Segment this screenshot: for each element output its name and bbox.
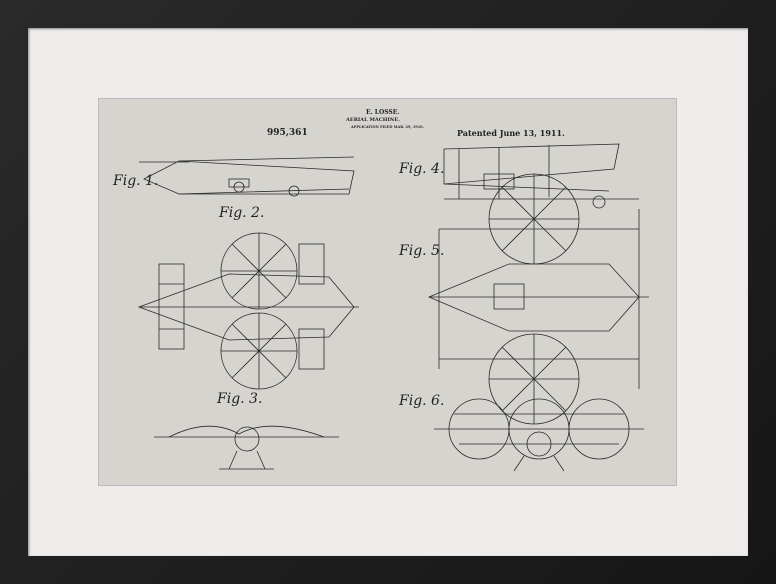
fig-5-drawing <box>427 173 649 425</box>
fig-6-label: Fig. 6. <box>399 393 445 409</box>
fig-4-label: Fig. 4. <box>399 161 445 177</box>
fig-1-drawing <box>139 156 355 197</box>
patent-title: AERIAL MACHINE. <box>346 117 400 123</box>
fig-5-label: Fig. 5. <box>399 243 445 259</box>
fig-6-drawing <box>434 398 644 472</box>
fig-3-drawing <box>154 425 339 470</box>
fig-4-drawing <box>443 143 639 209</box>
patent-number: 995,361 <box>267 128 308 138</box>
fig-3-label: Fig. 3. <box>217 391 263 407</box>
patent-print: E. LOSSE. AERIAL MACHINE. APPLICATION FI… <box>98 98 677 486</box>
patent-drawings <box>137 143 649 472</box>
application-date: APPLICATION FILED MAR. 29, 1910. <box>351 125 424 129</box>
patent-date: Patented June 13, 1911. <box>457 128 565 138</box>
fig-2-label: Fig. 2. <box>219 205 265 221</box>
fig-2-drawing <box>137 232 359 390</box>
inventor-name: E. LOSSE. <box>366 109 400 116</box>
